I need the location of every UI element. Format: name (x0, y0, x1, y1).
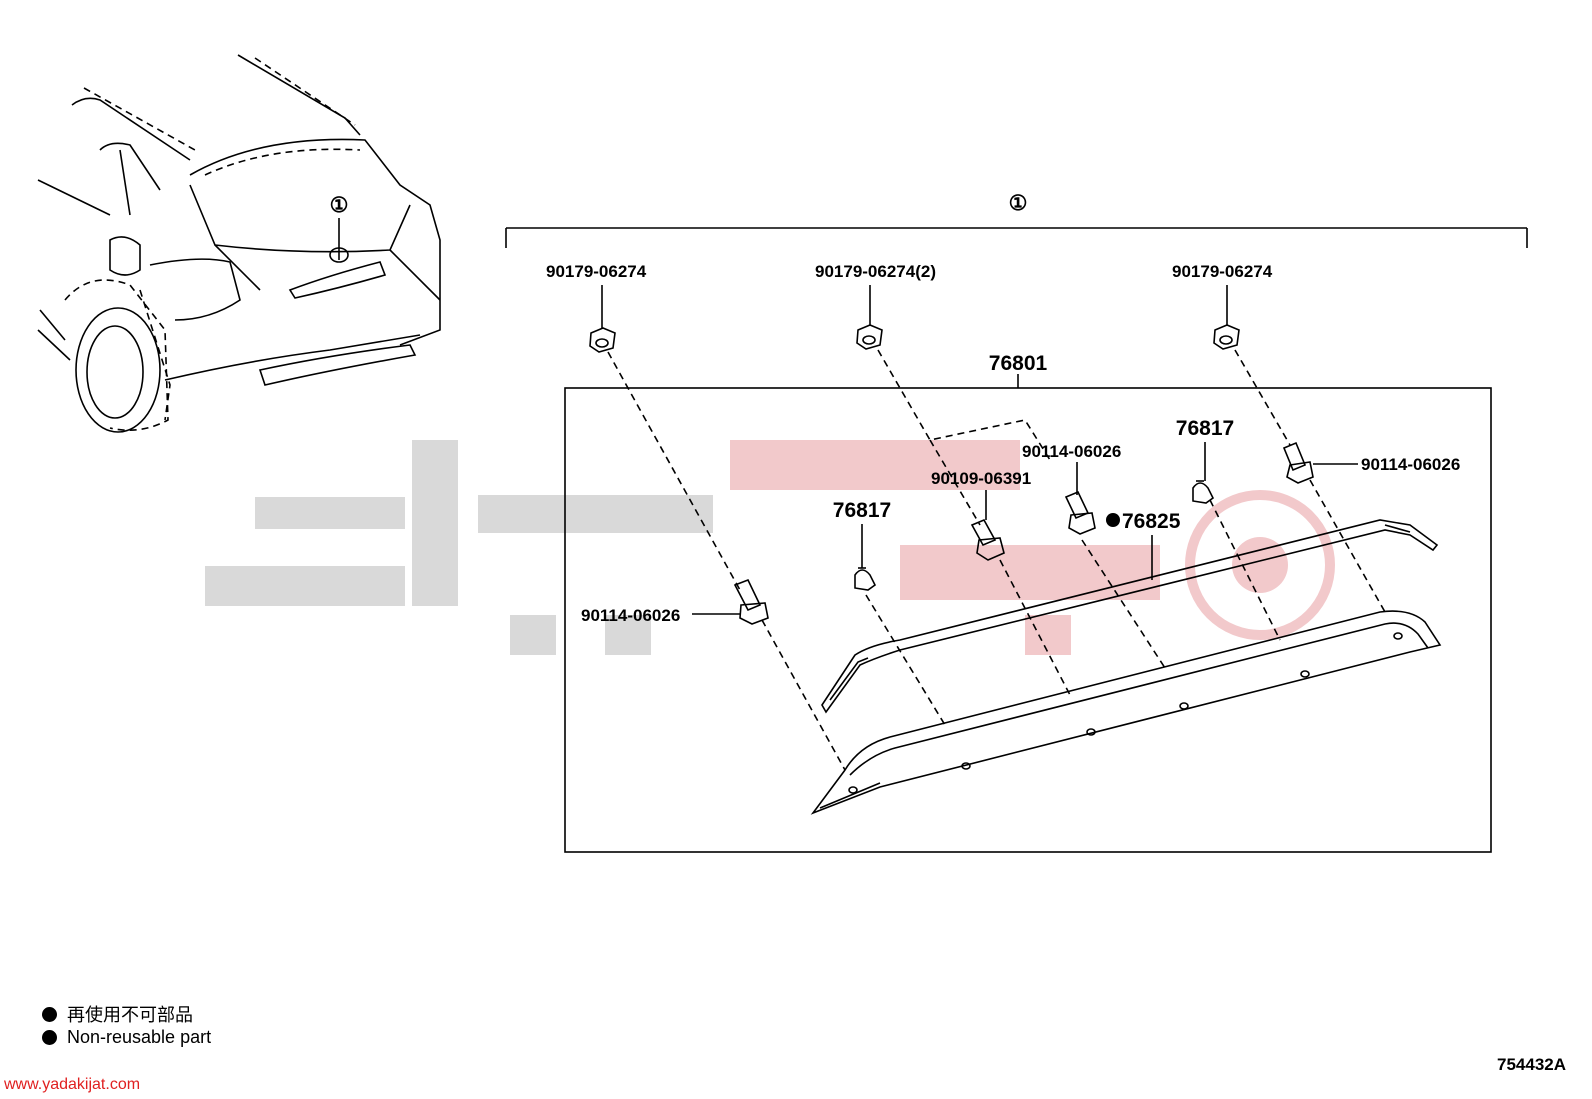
assembly-label: 76801 (989, 352, 1048, 375)
label-bolt-mid: 90114-06026 (1022, 442, 1121, 461)
watermark-logo (205, 440, 1335, 655)
back-door-garnish (810, 610, 1442, 815)
label-clip-left: 76817 (833, 499, 891, 522)
callout-marker-bracket: ① (1009, 192, 1028, 215)
label-nut-left: 90179-06274 (546, 262, 647, 281)
diagram-code: 754432A (1497, 1055, 1567, 1074)
legend-en: Non-reusable part (42, 1027, 211, 1048)
callout-bracket (505, 227, 1528, 248)
label-nut-right: 90179-06274 (1172, 262, 1273, 281)
legend-jp-text: 再使用不可部品 (67, 1005, 193, 1025)
assembly-box (564, 387, 1492, 853)
legend-en-text: Non-reusable part (67, 1027, 212, 1047)
label-bolt-left: 90114-06026 (581, 606, 680, 625)
label-clip-right: 76817 (1176, 417, 1234, 440)
label-seal: 76825 (1122, 510, 1181, 533)
vehicle-rear-illustration (37, 54, 441, 433)
clip-right (1192, 480, 1215, 504)
nut-mid (856, 324, 883, 350)
seal-strip (821, 519, 1439, 714)
bullet-icon (42, 1006, 57, 1022)
bolt-mid (1064, 490, 1096, 535)
stud (970, 518, 1005, 561)
non-reusable-marker (1106, 513, 1120, 527)
website-link[interactable]: www.yadakijat.com (4, 1076, 141, 1093)
nut-right (1213, 324, 1240, 350)
label-stud: 90109-06391 (931, 469, 1031, 488)
label-bolt-right: 90114-06026 (1361, 455, 1460, 474)
bolt-right (1282, 441, 1314, 484)
nut-left (589, 327, 616, 353)
label-nut-mid: 90179-06274(2) (815, 262, 936, 281)
bolt-left (733, 578, 769, 625)
clip-left (854, 567, 877, 591)
bullet-icon (42, 1030, 57, 1045)
legend-jp: 再使用不可部品 (42, 1001, 193, 1027)
callout-marker-vehicle: ① (330, 194, 349, 217)
